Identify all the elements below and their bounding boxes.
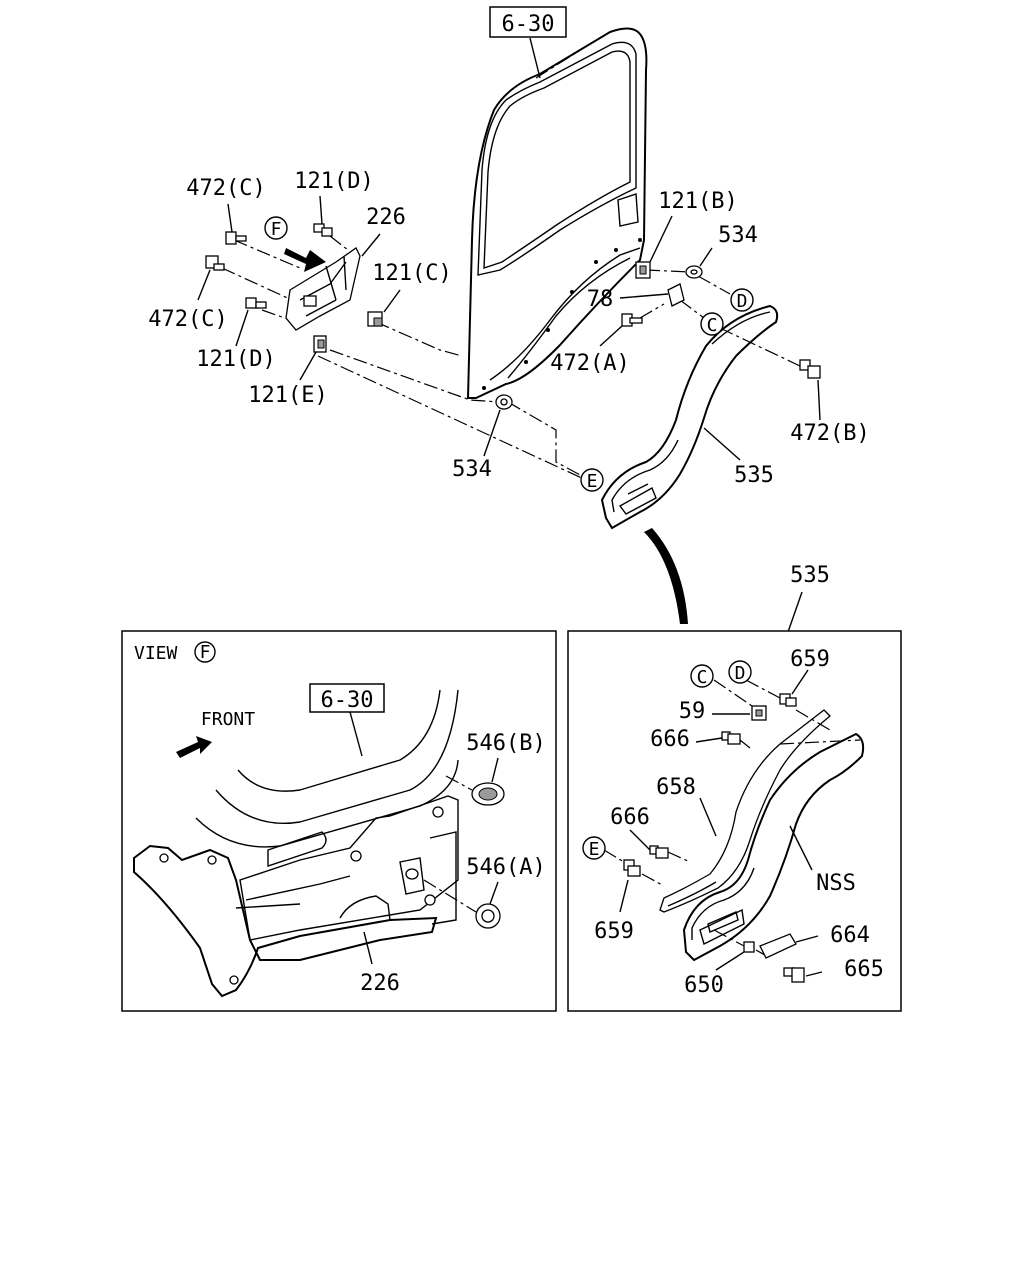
clip-121c bbox=[367, 311, 383, 327]
view-f-ref-box bbox=[309, 683, 385, 713]
svg-text:C: C bbox=[697, 667, 708, 688]
label-nss: NSS bbox=[816, 871, 856, 896]
circle-e: E bbox=[580, 468, 604, 492]
front-arrow bbox=[176, 736, 212, 758]
label-666-mid: 666 bbox=[610, 805, 650, 830]
ref-box-label: 6-30 bbox=[502, 12, 555, 37]
bolt-665 bbox=[783, 967, 805, 983]
direction-arrow bbox=[284, 248, 326, 272]
view-f-title: VIEW bbox=[134, 643, 178, 664]
detail-circle-e: E bbox=[582, 836, 606, 860]
label-665: 665 bbox=[844, 957, 884, 982]
view-f-panel: VIEW F FRONT 6-30 bbox=[121, 630, 557, 1012]
label-121e: 121(E) bbox=[248, 383, 327, 408]
label-472c-left: 472(C) bbox=[148, 307, 227, 332]
detail-535-title: 535 bbox=[790, 563, 830, 588]
label-659-bottom: 659 bbox=[594, 919, 634, 944]
grommet-546b bbox=[471, 782, 505, 806]
label-121b: 121(B) bbox=[658, 189, 737, 214]
clip-121b bbox=[635, 261, 651, 279]
label-666-top: 666 bbox=[650, 727, 690, 752]
label-658: 658 bbox=[656, 775, 696, 800]
svg-text:D: D bbox=[737, 291, 748, 312]
label-226-view: 226 bbox=[360, 971, 400, 996]
bracket-226 bbox=[285, 247, 361, 331]
clip-121d-left bbox=[245, 297, 267, 309]
grommet-534-right bbox=[685, 265, 703, 279]
label-78: 78 bbox=[587, 287, 614, 312]
detail-arrow bbox=[644, 528, 688, 624]
door-panel bbox=[466, 27, 648, 399]
plate-664 bbox=[759, 933, 797, 959]
bolt-659-bottom bbox=[623, 859, 641, 877]
main-diagram: 6-30 bbox=[148, 6, 870, 624]
svg-text:E: E bbox=[589, 839, 600, 860]
nut-78 bbox=[667, 283, 685, 307]
bolt-472a bbox=[621, 313, 643, 327]
label-121c: 121(C) bbox=[372, 261, 451, 286]
bolt-659-top bbox=[779, 693, 797, 707]
bolt-472b bbox=[799, 359, 821, 379]
grommet-546a bbox=[475, 903, 501, 929]
nut-650 bbox=[743, 941, 755, 953]
label-659-top: 659 bbox=[790, 647, 830, 672]
label-121d-left: 121(D) bbox=[196, 347, 275, 372]
step-panel-535 bbox=[600, 304, 779, 530]
label-546b: 546(B) bbox=[466, 731, 545, 756]
nut-666-top bbox=[721, 731, 741, 745]
svg-text:F: F bbox=[200, 642, 211, 663]
label-650: 650 bbox=[684, 973, 724, 998]
clip-121e bbox=[313, 335, 327, 353]
bolt-472c-left bbox=[205, 255, 225, 271]
bolt-472c-top bbox=[225, 231, 247, 245]
svg-text:C: C bbox=[707, 315, 718, 336]
label-546a: 546(A) bbox=[466, 855, 545, 880]
label-121d-top: 121(D) bbox=[294, 169, 373, 194]
svg-text:F: F bbox=[271, 219, 282, 240]
label-664: 664 bbox=[830, 923, 870, 948]
circle-c: C bbox=[700, 312, 724, 336]
svg-text:D: D bbox=[735, 663, 746, 684]
detail-circle-c: C bbox=[690, 664, 714, 688]
circle-d: D bbox=[730, 288, 754, 312]
label-534-right: 534 bbox=[718, 223, 758, 248]
label-534-bottom: 534 bbox=[452, 457, 492, 482]
grommet-534-bottom bbox=[495, 394, 513, 410]
detail-535-panel: 535 bbox=[567, 563, 902, 1012]
label-472a: 472(A) bbox=[550, 351, 629, 376]
ref-box-6-30 bbox=[489, 6, 567, 38]
label-226-top: 226 bbox=[366, 205, 406, 230]
label-472c-top: 472(C) bbox=[186, 176, 265, 201]
svg-text:E: E bbox=[587, 471, 598, 492]
clip-121d-top bbox=[313, 223, 333, 237]
view-f-circle: F bbox=[194, 641, 216, 663]
label-59: 59 bbox=[679, 699, 706, 724]
trim-658 bbox=[659, 709, 831, 913]
label-472b: 472(B) bbox=[790, 421, 869, 446]
front-label: FRONT bbox=[201, 709, 255, 730]
detail-circle-d: D bbox=[728, 660, 752, 684]
nss-step bbox=[682, 732, 865, 962]
circle-f-top: F bbox=[264, 216, 288, 240]
clip-59 bbox=[751, 705, 767, 721]
view-f-ref-label: 6-30 bbox=[321, 688, 374, 713]
label-535: 535 bbox=[734, 463, 774, 488]
inner-door-view bbox=[133, 689, 459, 998]
